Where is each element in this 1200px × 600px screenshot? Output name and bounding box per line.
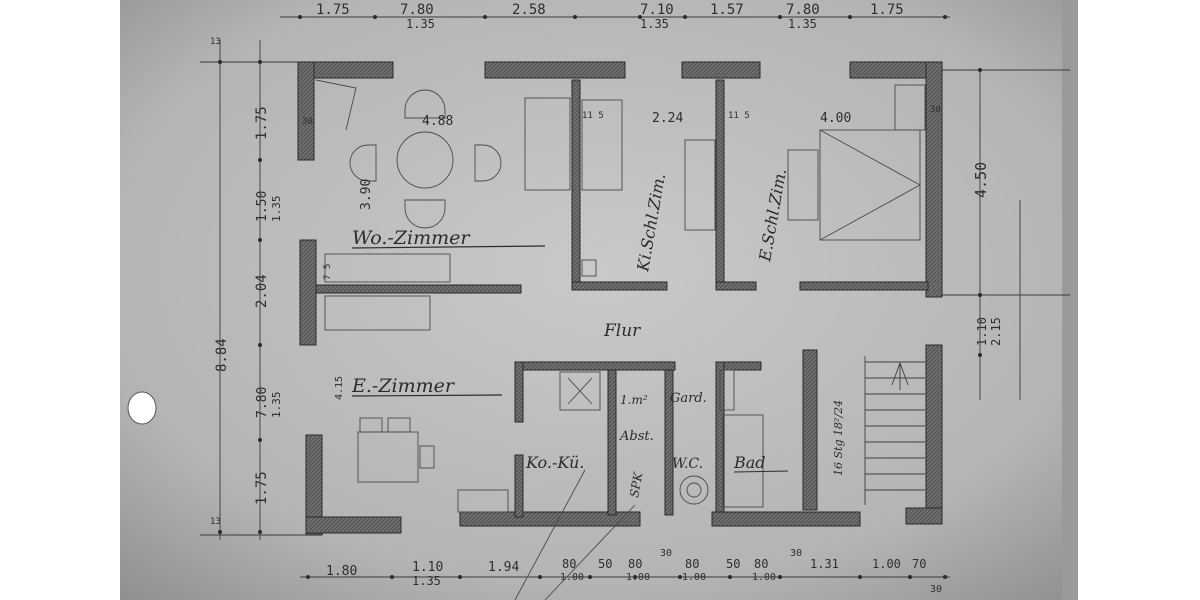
- dims-right: 4.50 1.10 2.15: [972, 162, 1003, 346]
- dim-top-value: 7.10: [640, 2, 674, 18]
- floor-plan-drawing: 1.75 7.80 1.35 2.58 7.10 1.35 1.57 7.80 …: [120, 0, 1078, 600]
- room-label-pantry-area: 1.m²: [620, 393, 648, 407]
- room-label-wc: W.C.: [672, 456, 703, 472]
- dim-bottom-extra: 30: [790, 548, 802, 559]
- dim-bottom-sub: 1.00: [626, 572, 650, 583]
- punch-hole: [127, 391, 157, 425]
- dim-small: 11 5: [582, 111, 604, 121]
- dim-corner: 13: [210, 517, 221, 527]
- room-label-dining: E.-Zimmer: [351, 375, 456, 397]
- dim-bottom-sub: 1.00: [560, 572, 584, 583]
- dim-bottom-extra: 30: [660, 548, 672, 559]
- dim-bottom-value: 1.10: [412, 560, 443, 575]
- dim-bottom-value: 80: [562, 557, 576, 571]
- dim-left-value: 1.75: [254, 471, 270, 505]
- room-label-living: Wo.-Zimmer: [352, 227, 471, 249]
- room-label-wardrobe: Gard.: [670, 391, 707, 406]
- dim-right-value: 4.50: [972, 162, 990, 198]
- room-label-marker: SPK: [627, 470, 645, 498]
- dim-bottom-sub: 1.00: [682, 572, 706, 583]
- dim-left-value: 1.50: [255, 191, 270, 222]
- dim-right-value: 2.15: [989, 317, 1003, 346]
- walls: [297, 61, 943, 536]
- dim-bottom-value: 1.00: [872, 557, 901, 571]
- dim-left-value: 1.75: [254, 106, 270, 140]
- dim-bottom-value: 1.94: [488, 560, 519, 575]
- dim-dining-small: 4.15: [334, 376, 345, 400]
- underline: [351, 245, 546, 249]
- dim-bottom-value: 70: [912, 557, 926, 571]
- underline: [351, 394, 503, 397]
- dims-top: 1.75 7.80 1.35 2.58 7.10 1.35 1.57 7.80 …: [316, 2, 904, 31]
- dim-left-sub: 1.35: [270, 392, 283, 419]
- room-label-hall: Flur: [603, 321, 641, 341]
- room-label-stairs: 16 Stg 18²/24: [832, 400, 845, 476]
- dim-top-value: 1.75: [870, 2, 904, 18]
- dim-right-value: 1.10: [975, 317, 989, 346]
- dim-bottom-value: 1.80: [326, 564, 357, 579]
- dim-bottom-sub: 1.00: [752, 572, 776, 583]
- dim-bottom-value: 80: [754, 557, 768, 571]
- dim-bottom-value: 80: [685, 557, 699, 571]
- room-label-kitchen: Ko.-Kü.: [525, 453, 584, 472]
- underline: [733, 470, 789, 473]
- dim-top-value: 2.58: [512, 2, 546, 18]
- furniture: [315, 79, 926, 600]
- dim-living-width: 4.88: [422, 114, 453, 129]
- dim-corner: 13: [210, 37, 221, 47]
- room-label-pantry: Abst.: [619, 429, 654, 444]
- dim-top-sub: 1.35: [406, 17, 435, 31]
- inner-dims: 4.88 3.90 2.24 4.00 4.15 11 5 11 5 30 30…: [302, 105, 941, 400]
- dim-top-sub: 1.35: [640, 17, 669, 31]
- dim-bottom-sub: 1.35: [412, 574, 441, 588]
- dimension-ticks: [218, 15, 982, 579]
- dim-wall: 7 5: [323, 264, 333, 280]
- dim-bottom-value: 50: [726, 557, 740, 571]
- floor-plan-sheet: 1.75 7.80 1.35 2.58 7.10 1.35 1.57 7.80 …: [120, 0, 1078, 600]
- paper-edge: [1062, 0, 1078, 600]
- dim-small: 11 5: [728, 111, 750, 121]
- dim-left-total: 8.84: [214, 338, 230, 372]
- dim-wall: 30: [302, 117, 313, 127]
- dimension-lines: [200, 16, 1070, 578]
- dim-bottom-value: 80: [628, 557, 642, 571]
- dim-top-value: 7.80: [786, 2, 820, 18]
- dims-left: 1.75 1.50 1.35 2.04 7.80 1.35 1.75 8.84 …: [210, 37, 283, 527]
- dim-top-value: 7.80: [400, 2, 434, 18]
- dim-living-height: 3.90: [359, 179, 374, 210]
- dim-wall: 30: [930, 105, 941, 115]
- dim-bottom-value: 1.31: [810, 557, 839, 571]
- dim-left-value: 2.04: [254, 274, 270, 308]
- dim-left-sub: 1.35: [270, 196, 283, 223]
- dims-bottom: 1.80 1.10 1.35 1.94 80 1.00 50 80 1.00 8…: [326, 548, 942, 595]
- dim-top-value: 1.75: [316, 2, 350, 18]
- dim-kids-width: 2.24: [652, 111, 683, 126]
- room-label-bath: Bad: [733, 453, 766, 472]
- dim-parents-width: 4.00: [820, 111, 851, 126]
- dim-bottom-value: 50: [598, 557, 612, 571]
- dim-top-value: 1.57: [710, 2, 744, 18]
- dim-top-sub: 1.35: [788, 17, 817, 31]
- dim-left-value: 7.80: [255, 387, 270, 418]
- dim-bottom-extra: 30: [930, 584, 942, 595]
